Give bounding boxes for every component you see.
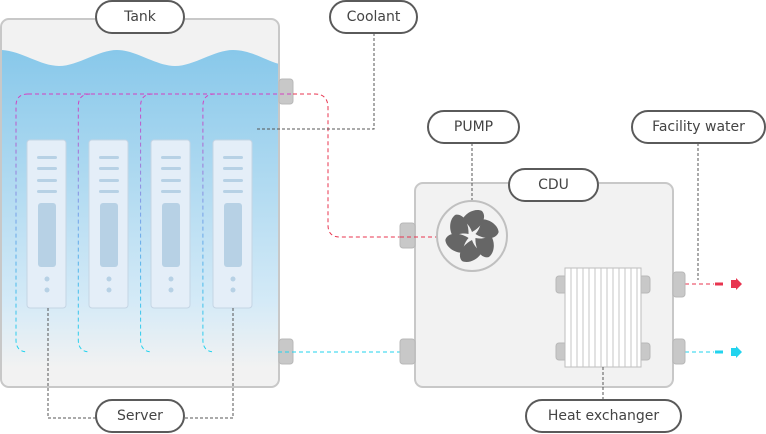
server-vent (99, 179, 119, 182)
server-led (106, 276, 112, 282)
server-vent (161, 156, 181, 159)
heat-exchanger-label-text: Heat exchanger (548, 408, 660, 424)
server (88, 139, 129, 309)
fan-blade (459, 240, 482, 262)
cdu-hot-inlet-connector (399, 222, 416, 249)
fan-blade (462, 210, 485, 232)
server-drive-bay (38, 203, 56, 267)
server-vent (99, 190, 119, 193)
coolant-label-text: Coolant (347, 9, 401, 25)
fan-blade (445, 233, 469, 253)
heat-exchanger-label: Heat exchanger (525, 399, 682, 433)
server-vent (223, 179, 243, 182)
fan-blade (475, 219, 499, 239)
server-vent (99, 167, 119, 170)
cdu-cold-outlet-connector (399, 338, 416, 365)
server-loop (15, 93, 29, 353)
server-led (168, 287, 174, 293)
server-vent (37, 167, 57, 170)
server-loop (140, 93, 153, 353)
coolant-leader (255, 33, 375, 130)
server-led (106, 287, 112, 293)
server-led (230, 276, 236, 282)
fan-blade (450, 214, 469, 237)
server-vent (223, 156, 243, 159)
servers (26, 139, 253, 309)
server-drive-bay (162, 203, 180, 267)
server-label: Server (95, 399, 185, 433)
server (150, 139, 191, 309)
pump-label: PUMP (427, 110, 520, 144)
server-drive-bay (100, 203, 118, 267)
server-drive-bay (224, 203, 242, 267)
fan-icon (445, 210, 499, 262)
cdu-label: CDU (508, 168, 599, 202)
cdu-facility-hot-connector (672, 271, 686, 298)
coolant-water (2, 50, 278, 386)
tank (0, 18, 294, 388)
server-vent (37, 190, 57, 193)
server (26, 139, 67, 309)
facility-water-label: Facility water (631, 110, 766, 144)
server-leader (47, 308, 234, 419)
server-vent (161, 190, 181, 193)
server-vent (161, 179, 181, 182)
server-vent (223, 190, 243, 193)
cold-outlet-arrow-icon (731, 346, 742, 358)
coolant-label: Coolant (329, 0, 418, 34)
server-label-text: Server (117, 408, 163, 424)
server-loop (77, 93, 91, 353)
server-vent (37, 179, 57, 182)
server-vent (161, 167, 181, 170)
server-vent (37, 156, 57, 159)
server-loop (202, 93, 215, 353)
tank-outlet-connector (278, 78, 294, 105)
pump-label-text: PUMP (454, 119, 493, 135)
facility-water-label-text: Facility water (652, 119, 745, 135)
server-led (230, 287, 236, 293)
cdu-label-text: CDU (538, 177, 569, 193)
server-led (168, 276, 174, 282)
server-vent (223, 167, 243, 170)
tank-label-text: Tank (123, 9, 157, 25)
tank-label: Tank (95, 0, 185, 34)
server-coolant-loops (15, 93, 293, 353)
server (212, 139, 253, 309)
cdu-facility-cold-connector (672, 338, 686, 365)
heat-exchanger (555, 267, 651, 368)
pump (436, 200, 508, 272)
hot-outlet-arrow-icon (731, 278, 742, 290)
server-led (44, 276, 50, 282)
server-vent (99, 156, 119, 159)
server-led (44, 287, 50, 293)
